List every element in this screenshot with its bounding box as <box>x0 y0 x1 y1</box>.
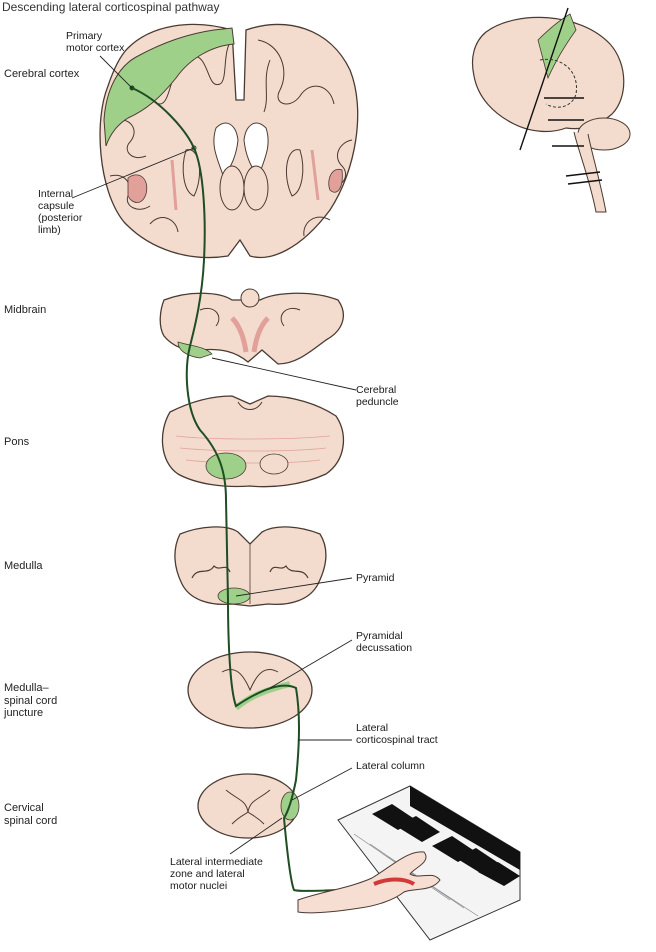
label-cerebral-peduncle: Cerebral peduncle <box>356 384 399 408</box>
level-label-cervical-spinal-cord: Cervical spinal cord <box>4 802 58 827</box>
hand-on-piano-keys <box>297 785 521 941</box>
label-lateral-intermediate-zone: Lateral intermediate zone and lateral mo… <box>170 856 263 892</box>
brain-lateral-view-inset <box>471 7 631 213</box>
figure-title: Descending lateral corticospinal pathway <box>2 0 220 14</box>
corticospinal-pathway-line <box>131 87 371 892</box>
leader-lines <box>71 55 357 855</box>
pons-section <box>161 395 345 488</box>
label-internal-capsule: Internal capsule (posterior limb) <box>38 188 83 236</box>
level-label-juncture: Medulla– spinal cord juncture <box>4 682 58 719</box>
cervical-cord-section <box>197 773 300 839</box>
juncture-section <box>187 651 313 729</box>
label-pyramid: Pyramid <box>356 572 395 584</box>
label-lateral-corticospinal-tract: Lateral corticospinal tract <box>356 722 438 746</box>
label-lateral-column: Lateral column <box>356 760 425 772</box>
midbrain-section <box>159 288 344 365</box>
label-pyramidal-decussation: Pyramidal decussation <box>356 630 413 654</box>
medulla-section <box>174 526 327 607</box>
level-label-medulla: Medulla <box>4 560 43 572</box>
label-primary-motor-cortex: Primary motor cortex <box>66 30 125 54</box>
coronal-brain-section <box>99 23 359 259</box>
level-label-midbrain: Midbrain <box>4 304 47 316</box>
level-label-pons: Pons <box>4 436 30 448</box>
level-label-cerebral-cortex: Cerebral cortex <box>4 68 80 80</box>
